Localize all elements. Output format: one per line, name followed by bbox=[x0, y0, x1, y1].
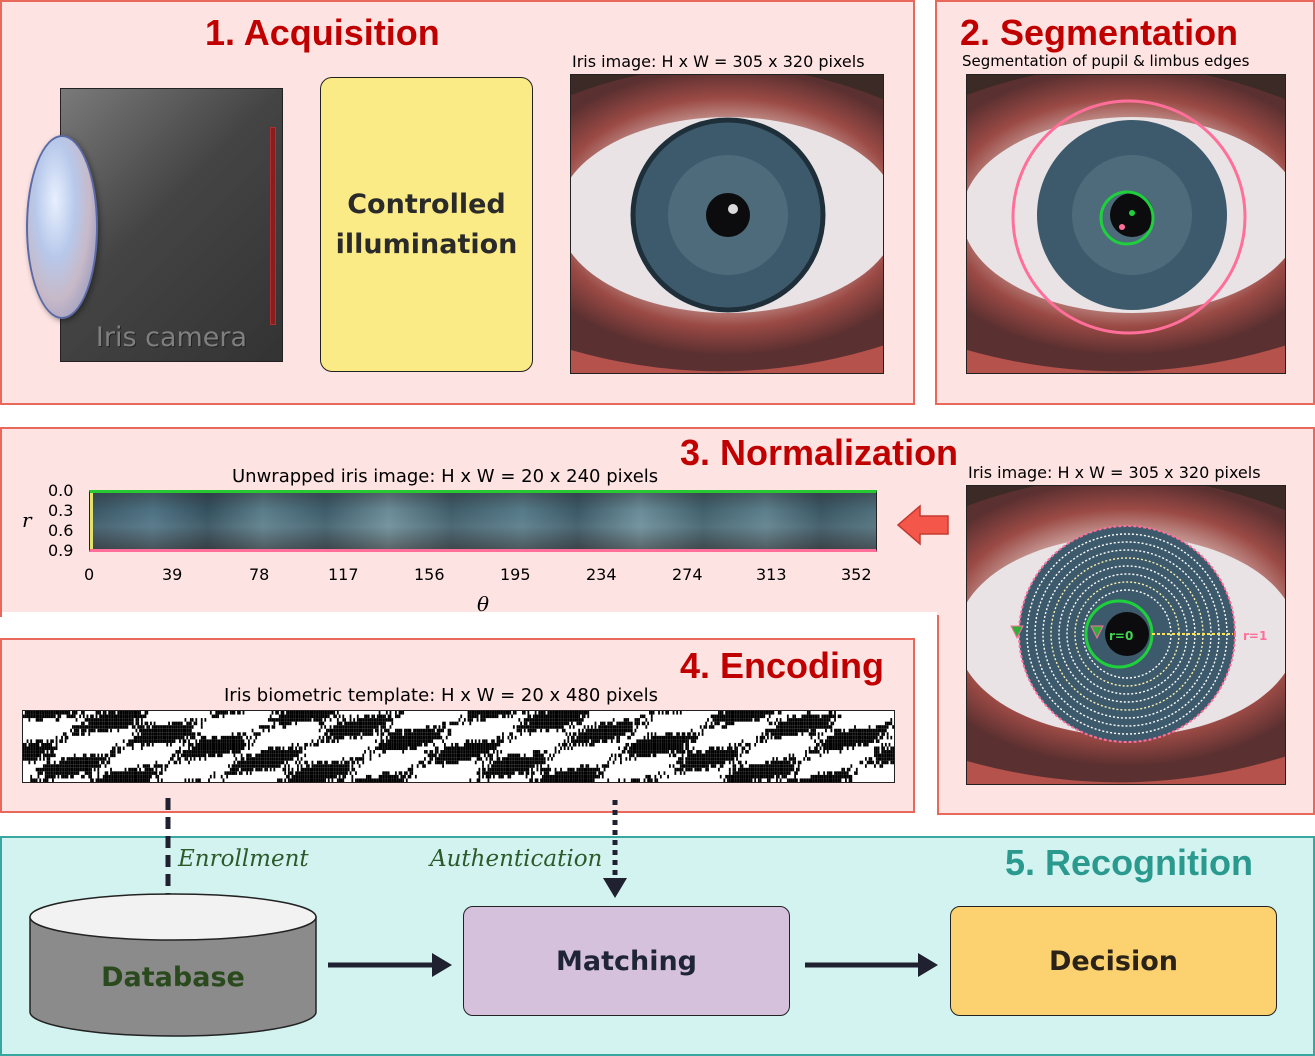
x-tick-7: 274 bbox=[672, 565, 703, 584]
limbus-circle bbox=[1011, 99, 1247, 335]
y-tick-2: 0.6 bbox=[48, 521, 74, 540]
normalization-iris-caption: Iris image: H x W = 305 x 320 pixels bbox=[968, 463, 1261, 482]
pupil-circle bbox=[1099, 190, 1155, 246]
camera-sensor-bar bbox=[270, 127, 276, 325]
y-tick-1: 0.3 bbox=[48, 501, 74, 520]
decision-label: Decision bbox=[1048, 945, 1179, 977]
y-axis-label: r bbox=[22, 508, 32, 532]
illumination-label-line1: Controlled bbox=[347, 188, 506, 220]
x-tick-5: 195 bbox=[500, 565, 531, 584]
iris-image-normalization: r=0 r=1 bbox=[966, 485, 1286, 785]
normalization-rings-drawing bbox=[967, 486, 1285, 784]
x-tick-2: 78 bbox=[249, 565, 270, 584]
enrollment-label: Enrollment bbox=[178, 846, 309, 872]
unwrapped-strip-left-edge bbox=[90, 493, 93, 549]
unwrapped-iris-strip bbox=[89, 490, 877, 552]
controlled-illumination-box: Controlled illumination bbox=[320, 77, 533, 372]
matching-label: Matching bbox=[555, 945, 698, 977]
template-bits bbox=[23, 711, 894, 782]
iris-image-acquisition bbox=[570, 74, 884, 374]
recognition-title: 5. Recognition bbox=[1005, 842, 1254, 883]
x-tick-0: 0 bbox=[84, 565, 95, 584]
acquisition-title: 1. Acquisition bbox=[205, 12, 440, 53]
unwrapped-strip-shading bbox=[90, 493, 876, 549]
authentication-label: Authentication bbox=[430, 846, 603, 872]
x-tick-1: 39 bbox=[162, 565, 183, 584]
iris-image-segmentation bbox=[966, 74, 1286, 374]
y-tick-3: 0.9 bbox=[48, 541, 74, 560]
encoding-title: 4. Encoding bbox=[680, 645, 885, 686]
unwrapped-caption: Unwrapped iris image: H x W = 20 x 240 p… bbox=[232, 466, 659, 487]
database-label: Database bbox=[101, 962, 245, 993]
x-tick-9: 352 bbox=[841, 565, 872, 584]
normalization-title: 3. Normalization bbox=[680, 432, 959, 473]
r0-label: r=0 bbox=[1109, 629, 1134, 643]
x-tick-8: 313 bbox=[756, 565, 787, 584]
camera-label: Iris camera bbox=[95, 322, 248, 353]
y-tick-0: 0.0 bbox=[48, 481, 74, 500]
acquisition-iris-caption: Iris image: H x W = 305 x 320 pixels bbox=[572, 52, 865, 71]
segmentation-drawing bbox=[967, 75, 1285, 373]
camera-lens-icon bbox=[26, 135, 98, 319]
database-icon bbox=[29, 893, 317, 1037]
matching-box: Matching bbox=[463, 906, 790, 1016]
decision-box: Decision bbox=[950, 906, 1277, 1016]
normalization-left-gap bbox=[2, 612, 937, 618]
segmentation-caption: Segmentation of pupil & limbus edges bbox=[962, 52, 1250, 70]
x-tick-6: 234 bbox=[586, 565, 617, 584]
x-tick-4: 156 bbox=[414, 565, 445, 584]
limbus-circle-normalized bbox=[1018, 525, 1236, 743]
x-axis-label: θ bbox=[477, 592, 490, 616]
segmentation-title: 2. Segmentation bbox=[960, 12, 1239, 53]
x-tick-3: 117 bbox=[328, 565, 359, 584]
database-cylinder: Database bbox=[28, 892, 318, 1042]
biometric-template bbox=[22, 710, 895, 783]
illumination-label-line2: illumination bbox=[335, 228, 518, 260]
encoding-caption: Iris biometric template: H x W = 20 x 48… bbox=[224, 685, 658, 706]
r1-label: r=1 bbox=[1243, 629, 1268, 643]
eye-drawing bbox=[571, 75, 883, 373]
